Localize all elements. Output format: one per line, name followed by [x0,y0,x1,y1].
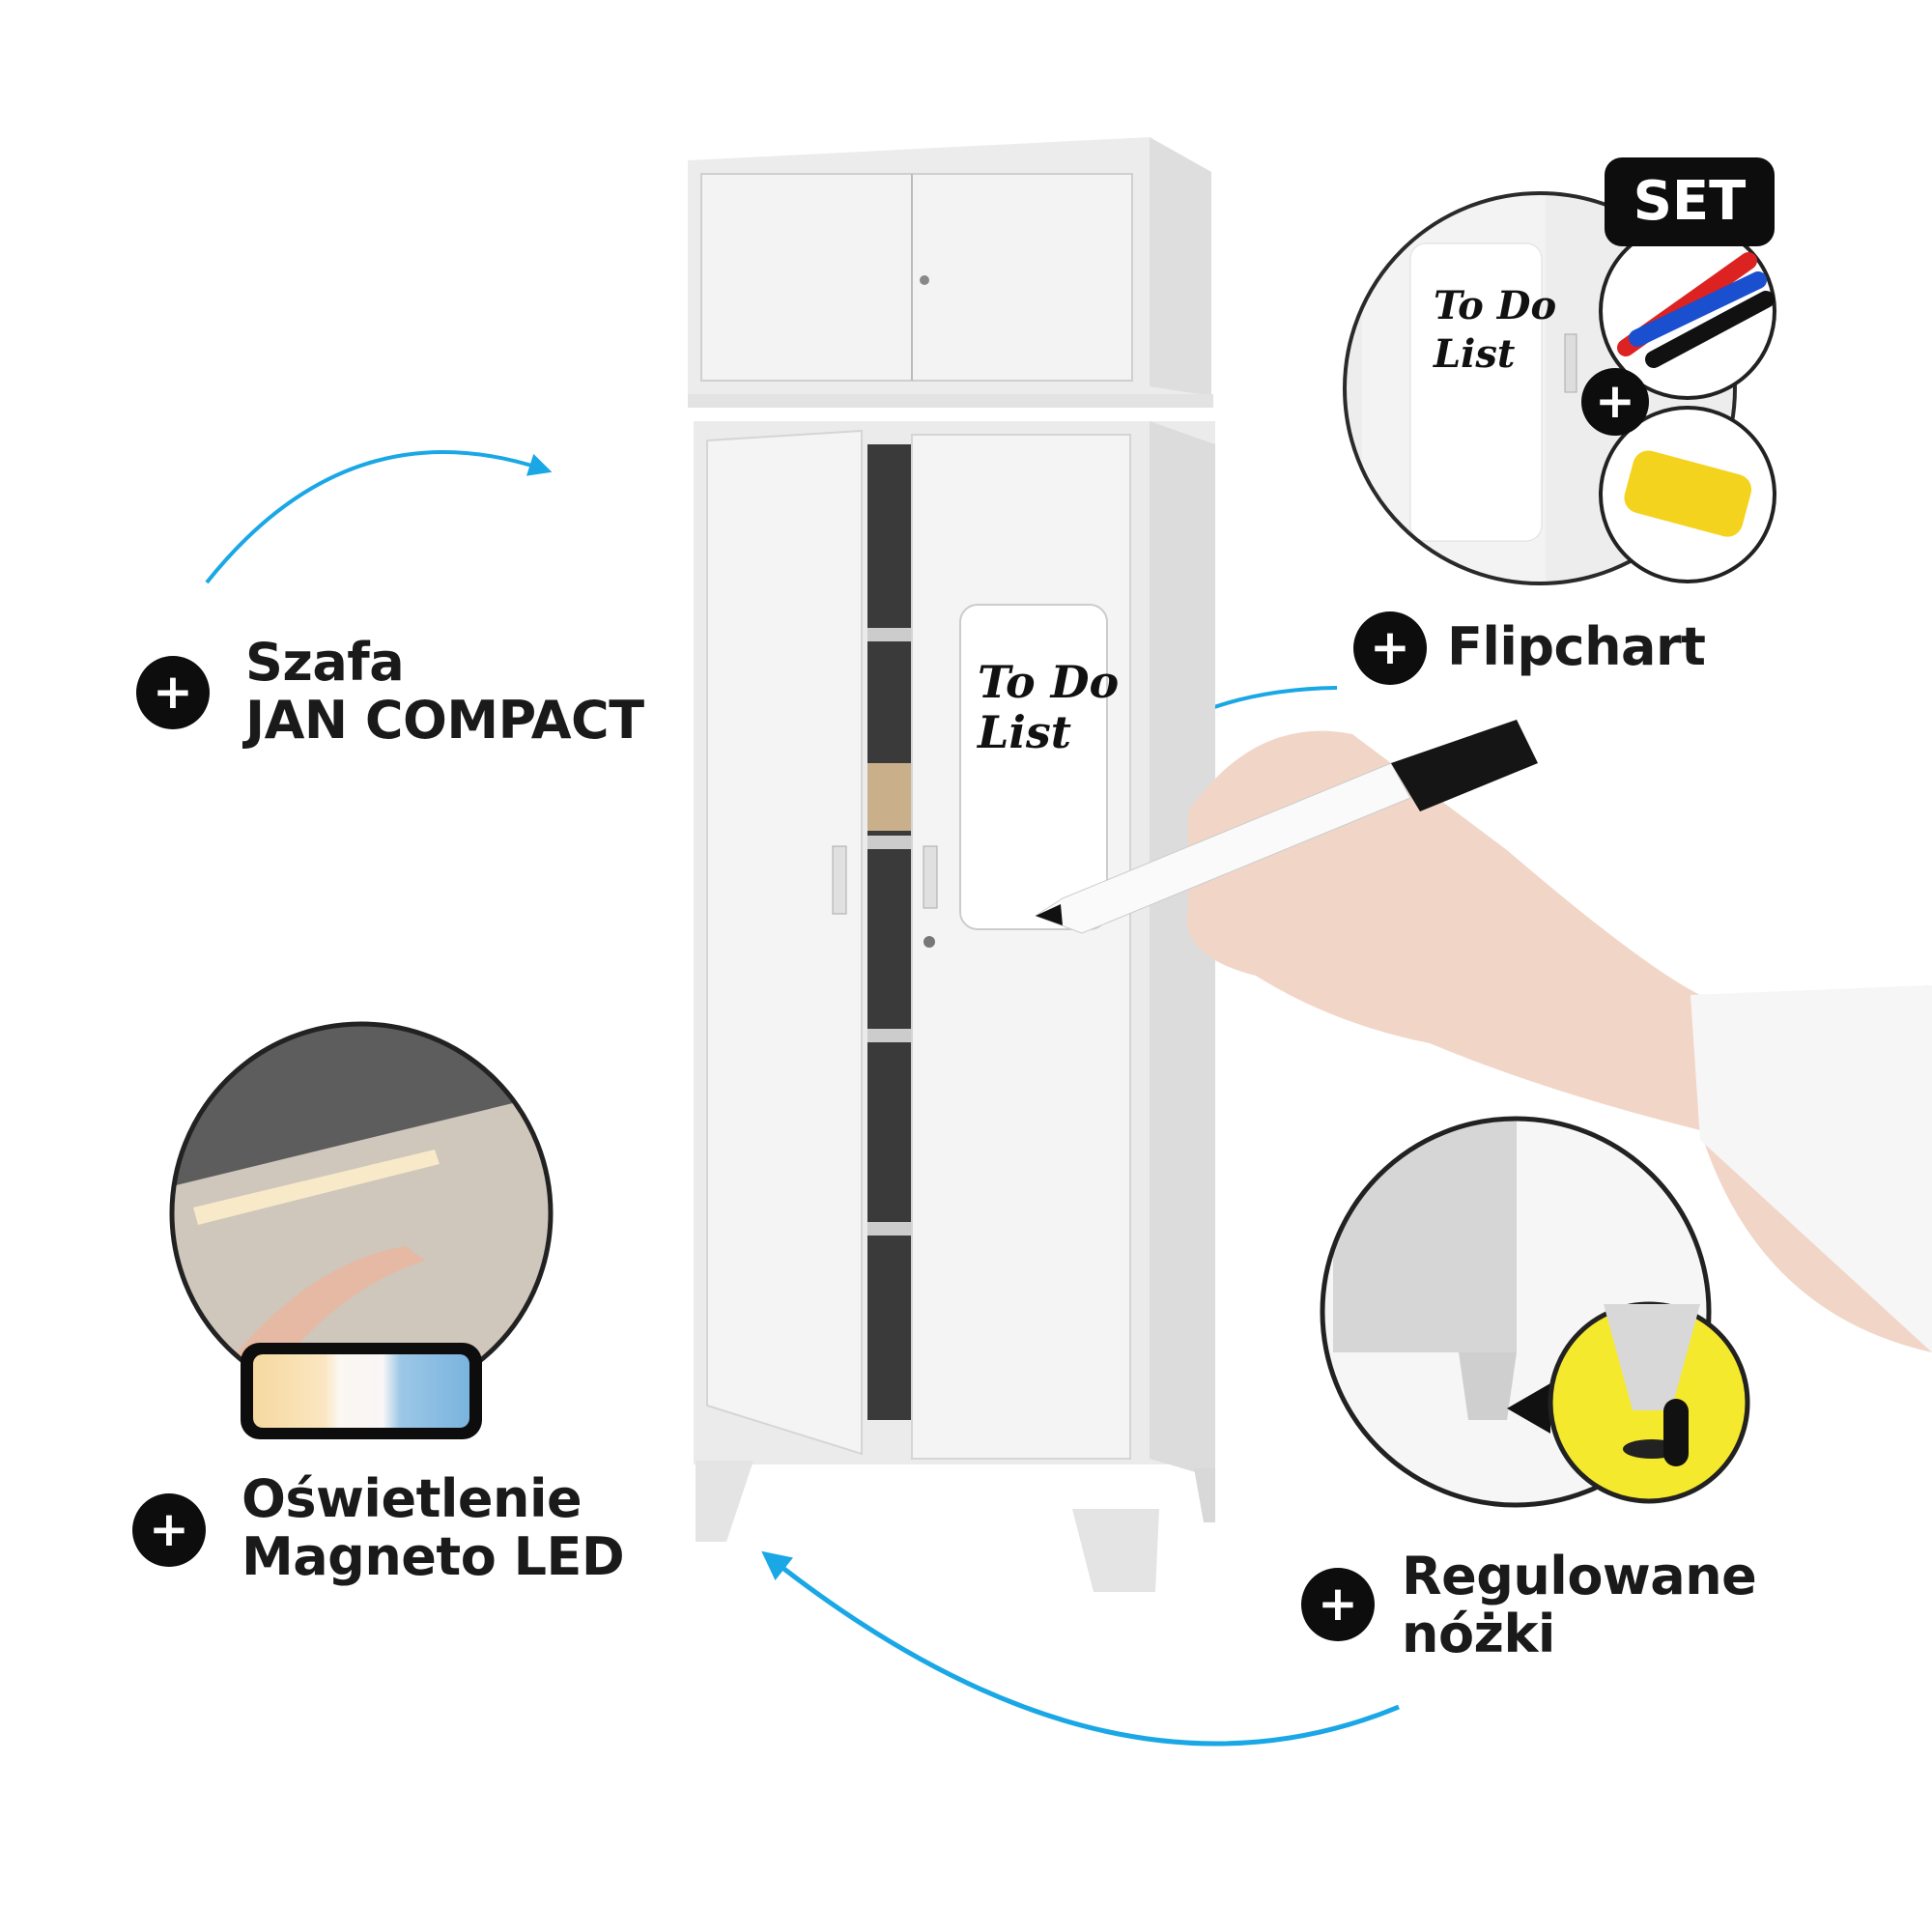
flipchart-text-line2: List [978,706,1071,758]
plus-icon-flipchart: + [1353,611,1427,685]
set-badge: SET [1605,157,1775,246]
label-flipchart: Flipchart [1447,616,1706,677]
main-cabinet [694,421,1215,1592]
top-cabinet [688,137,1213,408]
legs-zoom-circle [1320,1116,1750,1508]
label-lighting: Oświetlenie Magneto LED [242,1468,625,1587]
flipchart-text-line1: To Do [978,656,1120,708]
label-cabinet-line2: JAN COMPACT [245,690,644,751]
label-flipchart-line1: Flipchart [1447,616,1706,677]
plus-icon-lighting: + [132,1493,206,1567]
label-lighting-line2: Magneto LED [242,1526,625,1587]
led-zoom-circle [169,1021,554,1439]
label-legs-line1: Regulowane [1402,1546,1757,1606]
plus-icon-cabinet: + [136,656,210,729]
plus-icon-set: + [1581,368,1649,436]
label-lighting-line1: Oświetlenie [242,1468,582,1529]
flipchart-text: To Do List [978,657,1119,757]
flipchart-zoom-text-line2: List [1434,331,1516,377]
label-cabinet-line1: Szafa [245,632,405,693]
hand-with-marker [1034,720,1932,1352]
flipchart-zoom-text-line1: To Do [1434,283,1557,328]
label-legs: Regulowane nóżki [1402,1546,1757,1664]
flipchart-zoom-text: To Do List [1434,282,1556,379]
label-legs-line2: nóżki [1402,1604,1555,1664]
plus-icon-legs: + [1301,1568,1375,1641]
label-cabinet: Szafa JAN COMPACT [245,634,644,750]
arrow-legs [761,1550,1400,1747]
arrow-cabinet [205,450,553,584]
flipchart-zoom-circle [1343,191,1776,585]
